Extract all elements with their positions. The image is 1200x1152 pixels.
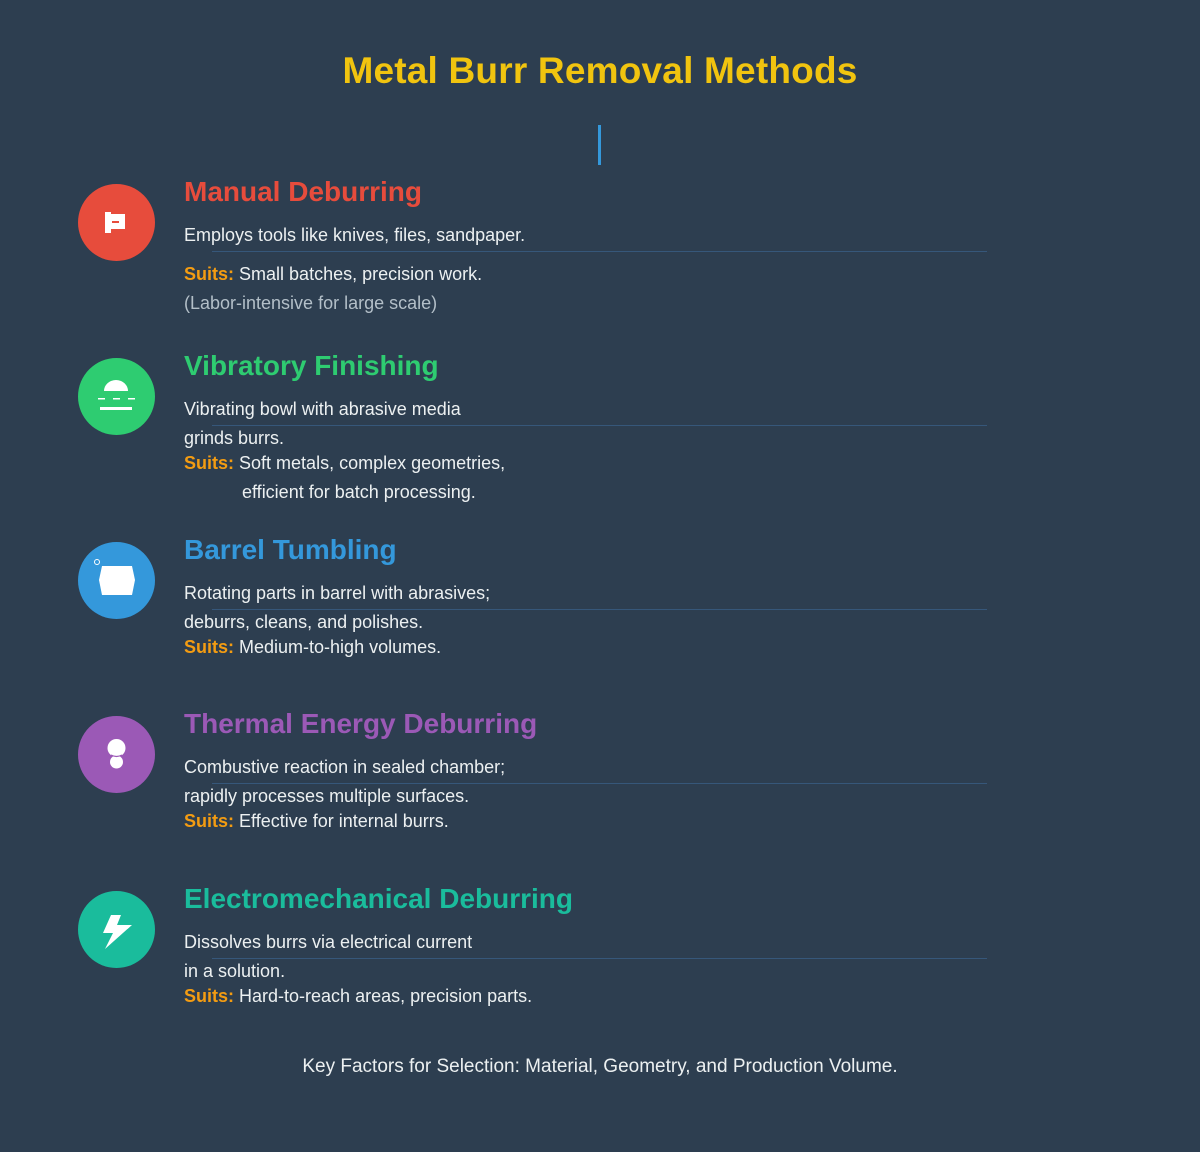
method-title: Thermal Energy Deburring — [184, 708, 538, 739]
connector-line — [598, 125, 601, 165]
flag-icon — [78, 184, 155, 261]
divider — [212, 425, 987, 426]
footer-note: Key Factors for Selection: Material, Geo… — [302, 1056, 898, 1077]
suits-text: Soft metals, complex geometries, — [239, 453, 506, 473]
method-description: Combustive reaction in sealed chamber; — [184, 757, 506, 777]
page-title: Metal Burr Removal Methods — [342, 50, 858, 91]
method-description: deburrs, cleans, and polishes. — [184, 612, 424, 632]
divider — [212, 783, 987, 784]
fire-icon — [78, 716, 155, 793]
method-description: Vibrating bowl with abrasive media — [184, 399, 461, 419]
method-title: Electromechanical Deburring — [184, 883, 574, 914]
suits-text: Small batches, precision work. — [239, 264, 483, 284]
method-description: Dissolves burrs via electrical current — [184, 932, 473, 952]
method-description: grinds burrs. — [184, 428, 285, 448]
method-title: Barrel Tumbling — [184, 534, 397, 565]
suits-text: efficient for batch processing. — [242, 482, 476, 502]
suits-line: Suits: Effective for internal burrs. — [184, 811, 449, 832]
divider — [212, 609, 987, 610]
suits-label: Suits: — [184, 264, 235, 284]
method-description: rapidly processes multiple surfaces. — [184, 786, 470, 806]
divider — [212, 958, 987, 959]
method-description: Employs tools like knives, files, sandpa… — [184, 225, 526, 245]
lightning-bolt-icon — [78, 891, 155, 968]
suits-label: Suits: — [184, 453, 235, 473]
suits-line: Suits: Medium-to-high volumes. — [184, 637, 441, 658]
suits-line: Suits: Small batches, precision work. — [184, 264, 482, 285]
divider — [212, 251, 987, 252]
vibrating-bowl-icon — [78, 358, 155, 435]
suits-text: Hard-to-reach areas, precision parts. — [239, 986, 533, 1006]
suits-label: Suits: — [184, 811, 235, 831]
method-title: Manual Deburring — [184, 176, 423, 207]
method-note: (Labor-intensive for large scale) — [184, 293, 438, 313]
method-description: Rotating parts in barrel with abrasives; — [184, 583, 491, 603]
method-description: in a solution. — [184, 961, 286, 981]
suits-label: Suits: — [184, 637, 235, 657]
suits-text: Medium-to-high volumes. — [239, 637, 442, 657]
suits-label: Suits: — [184, 986, 235, 1006]
suits-line: Suits: Hard-to-reach areas, precision pa… — [184, 986, 532, 1007]
barrel-icon — [78, 542, 155, 619]
suits-text: Effective for internal burrs. — [239, 811, 449, 831]
suits-line: Suits: Soft metals, complex geometries, — [184, 453, 505, 474]
method-title: Vibratory Finishing — [184, 350, 439, 381]
